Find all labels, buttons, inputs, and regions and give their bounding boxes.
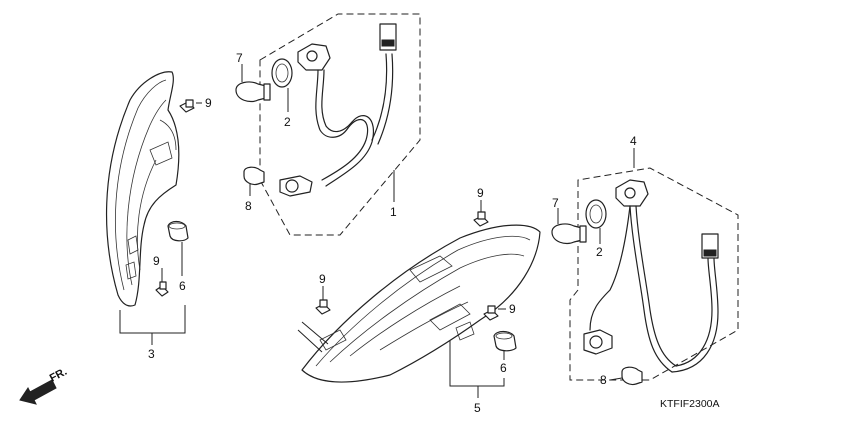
screw-9-upper-left[interactable] <box>179 99 195 113</box>
callout-2a: 2 <box>284 115 291 129</box>
callout-9a: 9 <box>205 96 212 110</box>
socket-harness-4[interactable] <box>583 179 719 373</box>
bulb-7-right[interactable] <box>551 223 587 245</box>
callout-5: 5 <box>474 401 481 415</box>
callout-8b: 8 <box>600 373 607 387</box>
seal-ring-2-right[interactable] <box>585 199 607 229</box>
callout-8a: 8 <box>245 199 252 213</box>
callout-9d: 9 <box>319 272 326 286</box>
screw-9-lower-left[interactable] <box>155 281 169 297</box>
callout-9b: 9 <box>153 254 160 268</box>
callout-7a: 7 <box>236 51 243 65</box>
screw-9-center-left[interactable] <box>315 299 331 315</box>
screw-9-center-top[interactable] <box>473 211 489 227</box>
diagram-code: KTFIF2300A <box>660 398 720 410</box>
callout-7b: 7 <box>552 196 559 210</box>
callout-6b: 6 <box>500 361 507 375</box>
socket-harness-1[interactable] <box>279 23 397 197</box>
callout-6a: 6 <box>179 279 186 293</box>
grommet-6-left[interactable] <box>167 220 189 242</box>
headlight-left-housing[interactable] <box>105 71 180 307</box>
seal-ring-2-upper[interactable] <box>271 58 293 88</box>
callout-4: 4 <box>630 134 637 148</box>
wedge-bulb-8-upper[interactable] <box>243 166 265 186</box>
headlight-center-housing[interactable] <box>301 224 541 383</box>
assembly-box-1 <box>259 13 421 236</box>
screw-9-center-right[interactable] <box>483 305 499 321</box>
callout-9e: 9 <box>509 302 516 316</box>
callout-9c: 9 <box>477 186 484 200</box>
grommet-6-center[interactable] <box>493 330 517 352</box>
assembly-box-4 <box>569 167 739 381</box>
callout-1: 1 <box>390 205 397 219</box>
direction-label: FR. <box>48 366 69 385</box>
callout-2b: 2 <box>596 245 603 259</box>
wedge-bulb-8-right[interactable] <box>621 366 643 386</box>
bulb-7-upper[interactable] <box>235 81 271 103</box>
callout-3: 3 <box>148 347 155 361</box>
front-direction-arrow-icon: FR. <box>19 366 69 405</box>
